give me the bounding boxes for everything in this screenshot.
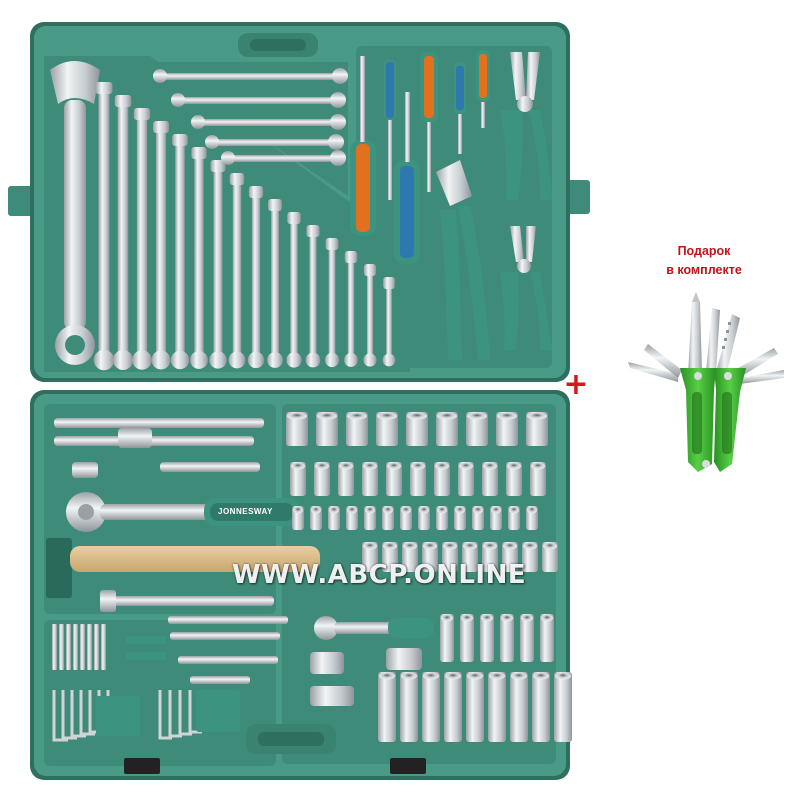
horizontal-wrench-set bbox=[153, 68, 348, 166]
large-wrench bbox=[50, 61, 100, 365]
gift-caption-line1: Подарок bbox=[677, 244, 731, 258]
gift-caption: Подарок в комплекте bbox=[624, 242, 784, 280]
wrench-set bbox=[93, 82, 396, 371]
multitool-icon bbox=[628, 292, 784, 472]
gift-caption-line2: в комплекте bbox=[666, 263, 742, 277]
bit-and-key-set bbox=[52, 616, 434, 742]
plus-sign-icon: + bbox=[563, 367, 589, 402]
socket-set bbox=[286, 412, 572, 742]
screwdriver-set bbox=[350, 50, 490, 264]
pliers-set bbox=[436, 52, 552, 360]
brand-marking-ratchet: JONNESWAY bbox=[218, 507, 273, 516]
extension-bars-and-ratchet bbox=[46, 418, 320, 612]
watermark: WWW.ABCP.ONLINE bbox=[232, 560, 527, 590]
